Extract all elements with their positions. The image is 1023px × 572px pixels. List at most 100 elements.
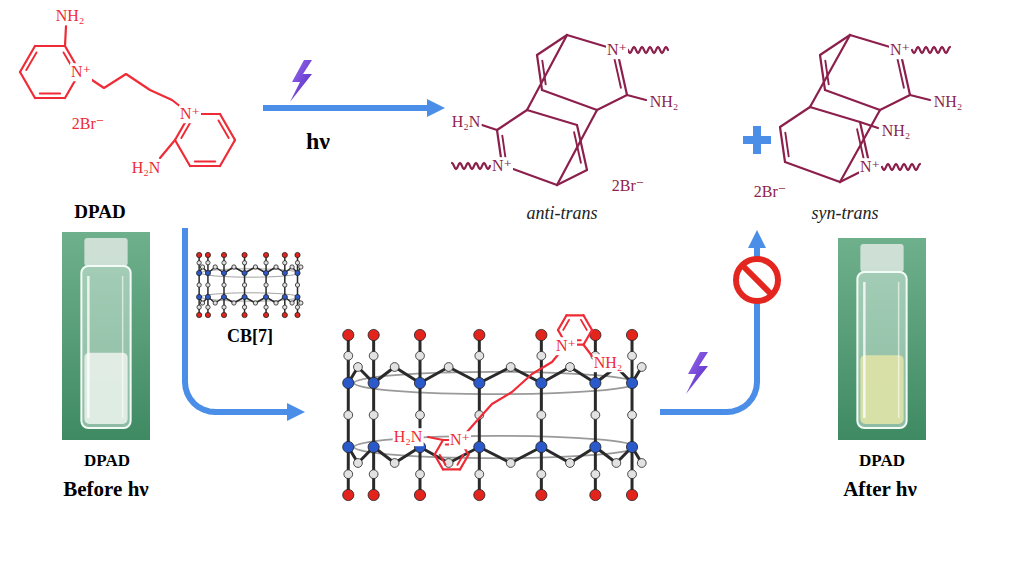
vial-photo [863, 282, 866, 418]
product-structure: N⁺NH₂H₂NN⁺2Br⁻anti-trans [445, 15, 707, 230]
complex-drawing [344, 411, 353, 420]
reactant-structure: NH₂N⁺N⁺2Br⁻H₂NDPAD [5, 2, 263, 228]
compound-name: anti-trans [526, 204, 597, 224]
product-drawing [780, 127, 785, 162]
reaction-arrow [185, 228, 287, 412]
product-drawing [897, 57, 904, 88]
complex-drawing [343, 329, 354, 340]
vial-photo [857, 272, 906, 428]
complex-drawing [444, 363, 453, 372]
host-drawing [264, 305, 268, 309]
vial-photo [898, 282, 900, 418]
complex-drawing [506, 363, 515, 372]
complex-drawing [474, 441, 485, 452]
host-drawing [263, 294, 268, 299]
reactant-drawing [220, 140, 235, 166]
host-drawing [290, 265, 294, 269]
vial-photo [62, 232, 150, 440]
complex-drawing [637, 459, 646, 468]
host-drawing [197, 305, 201, 309]
complex-drawing [566, 459, 575, 468]
product-drawing [785, 133, 788, 157]
compound-name: syn-trans [812, 204, 879, 224]
product-drawing [614, 57, 621, 88]
product-drawing [597, 95, 627, 110]
product-drawing [825, 90, 880, 110]
atom-label: NH₂ [593, 354, 624, 372]
product-drawing [912, 47, 950, 53]
vial-photo [838, 238, 926, 440]
product-drawing [810, 35, 850, 107]
complex-drawing [369, 351, 378, 360]
host-drawing [290, 301, 294, 305]
complex-drawing [368, 489, 379, 500]
complex-drawing [584, 330, 593, 345]
complex-drawing [416, 470, 425, 479]
product-drawing [628, 47, 668, 53]
product-structure: N⁺NH₂NH₂N⁺2Br⁻syn-trans [745, 15, 1013, 230]
host-drawing [197, 261, 201, 265]
host-drawing [253, 265, 257, 269]
complex-drawing [626, 489, 637, 500]
complex-drawing [428, 437, 443, 440]
complex-drawing [368, 441, 379, 452]
complex-drawing [563, 320, 569, 330]
complex-drawing [626, 377, 637, 388]
complex-drawing [343, 315, 646, 500]
atom-label: H₂N [131, 159, 162, 177]
plus-sign [743, 126, 771, 154]
complex-drawing [590, 441, 601, 452]
complex-drawing [537, 411, 546, 420]
host-drawing [295, 312, 300, 317]
complex-drawing [591, 411, 600, 420]
host-drawing [242, 261, 246, 265]
complex-drawing [368, 329, 379, 340]
complex-drawing [344, 351, 353, 360]
host-drawing [299, 301, 303, 305]
product-drawing [860, 122, 878, 128]
complex-drawing [537, 351, 546, 360]
atom-label: N⁺ [491, 157, 513, 175]
forbidden-sign [743, 266, 771, 294]
host-drawing [253, 301, 257, 305]
complex-drawing [581, 320, 587, 330]
host-drawing [295, 261, 299, 265]
host-drawing [283, 305, 287, 309]
complex-drawing [343, 441, 354, 452]
host-drawing [264, 283, 268, 287]
complex-drawing [369, 470, 378, 479]
host-drawing [222, 305, 226, 309]
atom-label: N⁺ [179, 105, 201, 123]
product-drawing [527, 110, 577, 125]
host-drawing [200, 301, 204, 305]
complex-drawing [414, 329, 425, 340]
host-drawing [274, 301, 278, 305]
atom-label: H₂N [393, 428, 424, 446]
host-drawing [205, 270, 210, 275]
lightning-bolt [686, 352, 708, 394]
complex-drawing [537, 470, 546, 479]
complex-drawing [474, 489, 485, 500]
complex-drawing [474, 377, 485, 388]
product-drawing [557, 110, 597, 185]
vial-photo [860, 355, 903, 424]
host-guest-complex: N⁺NH₂H₂NN⁺ [305, 318, 660, 505]
complex-drawing [354, 363, 363, 372]
host-drawing [295, 294, 300, 299]
complex-drawing [343, 377, 354, 388]
lightning-bolt [290, 60, 312, 102]
host-drawing [221, 252, 226, 257]
host-drawing [295, 283, 299, 287]
host-drawing [197, 283, 201, 287]
product-drawing [497, 110, 527, 130]
complex-drawing [536, 489, 547, 500]
product-drawing [482, 125, 497, 130]
complex-drawing [584, 345, 593, 356]
host-drawing [200, 265, 204, 269]
host-drawing [197, 312, 202, 317]
host-drawing [282, 270, 287, 275]
product-drawing [780, 35, 950, 182]
compound-name: DPAD [859, 452, 905, 471]
host-drawing [221, 270, 226, 275]
host-drawing [295, 305, 299, 309]
